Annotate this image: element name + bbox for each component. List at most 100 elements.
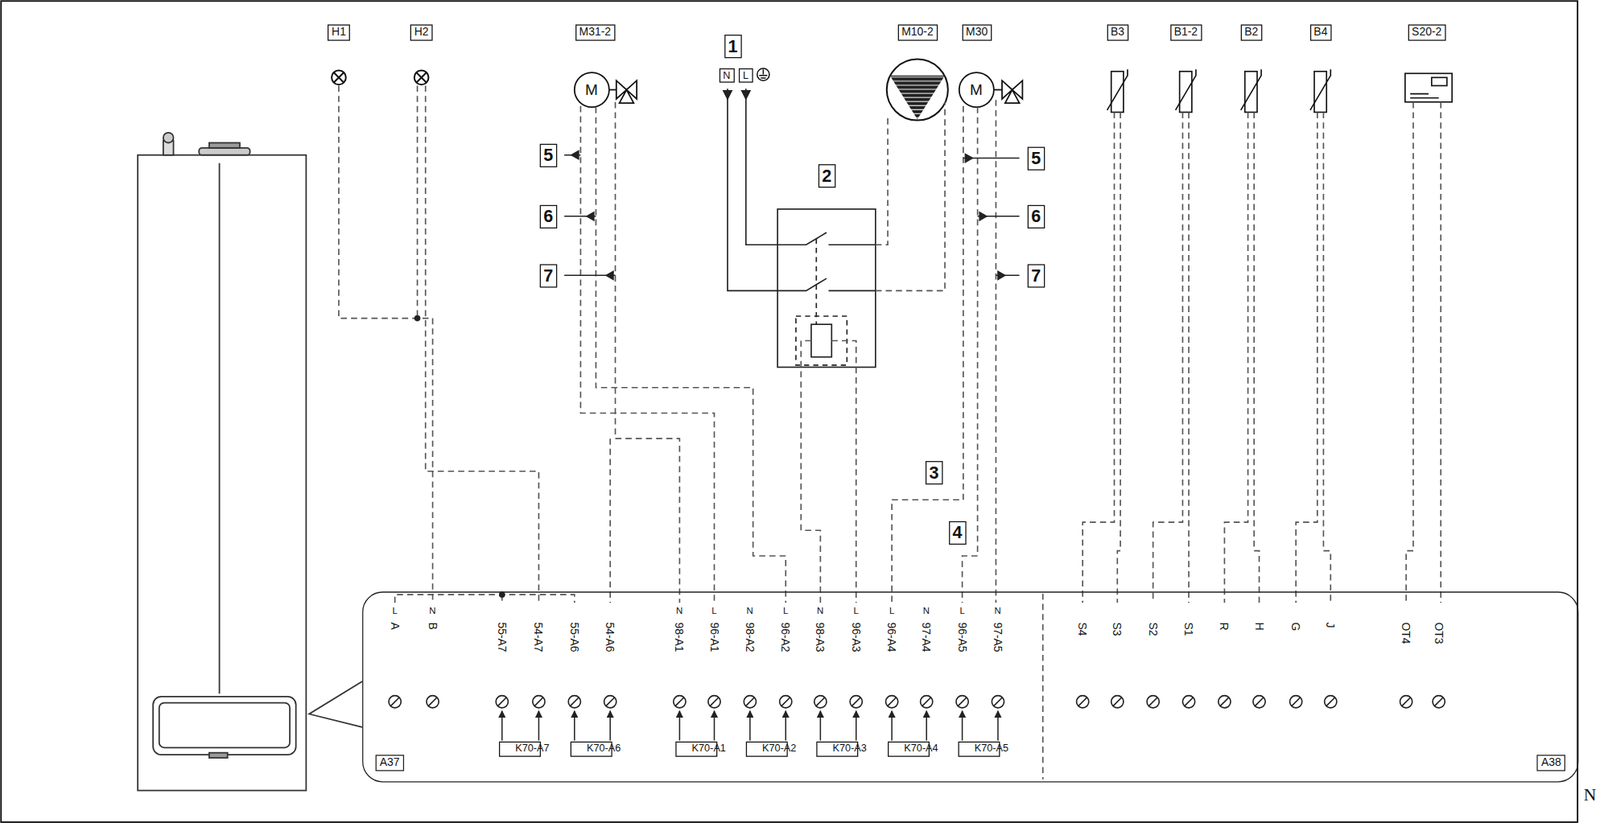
relay-output-arrow	[961, 711, 964, 742]
terminal-name: S2	[1146, 622, 1159, 636]
callout-number: 7	[1026, 263, 1045, 288]
panel: A37A38K70-A7K70-A6K70-A1K70-A2K70-A3K70-…	[362, 591, 1579, 783]
node-text: B1-2	[1174, 25, 1198, 40]
relay-box: K70-A6	[570, 742, 613, 757]
callout-number: 6	[539, 204, 557, 228]
terminal-name: OT4	[1400, 622, 1413, 644]
node-text: B3	[1110, 25, 1125, 40]
junction-dot	[414, 315, 506, 598]
node-text: M31-2	[579, 25, 612, 40]
terminal-screw	[814, 696, 827, 709]
terminal-screw	[743, 696, 756, 709]
part-label: M31-2	[574, 24, 615, 41]
terminal-screw	[568, 696, 581, 709]
terminal-name: 96-A4	[886, 622, 899, 652]
terminal-screw	[920, 696, 933, 709]
callout-number: 5	[1026, 146, 1045, 170]
relay-output-arrow	[890, 711, 893, 742]
terminal-screw	[849, 696, 862, 709]
part-label: M10-2	[897, 24, 938, 41]
conductor-mark: N	[994, 606, 1002, 618]
terminal-name: A	[388, 622, 401, 630]
terminal-name: 96-A2	[779, 622, 792, 652]
terminal-screw	[708, 696, 721, 709]
terminal-name: 97-A4	[920, 622, 933, 652]
terminal-name: 97-A5	[991, 622, 1004, 652]
wire	[338, 86, 1441, 780]
conductor-mark: L	[783, 606, 788, 618]
terminal-screw	[495, 696, 508, 709]
terminal-name: R	[1218, 622, 1231, 631]
terminal-screw	[886, 696, 899, 709]
node-text: 2	[821, 164, 832, 187]
node-text: S20-2	[1411, 25, 1442, 40]
part-label: M30	[961, 24, 992, 41]
node-text: 3	[928, 461, 939, 484]
terminal-screw	[779, 696, 792, 709]
node-text: K70-A4	[903, 742, 938, 756]
relay-output-arrow	[609, 711, 611, 742]
node-text: 6	[543, 205, 553, 227]
sensor-symbol	[1107, 69, 1332, 112]
conductor-mark: N	[816, 606, 824, 618]
conductor-mark: L	[391, 606, 397, 618]
terminal-screw	[1253, 696, 1266, 709]
node-text: M30	[965, 25, 988, 40]
ground-symbol	[757, 68, 770, 81]
relay-output-arrow	[749, 711, 751, 742]
terminal-screw	[956, 696, 969, 709]
node-text: 5	[1030, 147, 1041, 170]
terminal-name: 96-A1	[708, 622, 721, 652]
terminal-name: H	[1253, 622, 1266, 631]
terminal-screw	[1400, 696, 1413, 709]
terminal-screw	[1432, 696, 1445, 709]
terminal-name: 55-A7	[495, 622, 508, 652]
terminal-name: 98-A3	[814, 622, 827, 652]
terminal-name: 55-A6	[568, 622, 581, 652]
part-label: B4	[1309, 24, 1332, 41]
terminal-screw	[1290, 696, 1303, 709]
terminal-screw	[388, 696, 401, 709]
relay-output-arrow	[501, 711, 504, 742]
node-text: L	[742, 69, 749, 83]
terminal-name: S3	[1111, 622, 1124, 636]
conductor-mark: L	[853, 606, 859, 618]
relay-box: K70-A7	[498, 742, 541, 757]
node-text: 1	[728, 35, 739, 58]
terminal-name: S1	[1182, 622, 1195, 636]
room-thermostat	[1405, 73, 1452, 103]
node-text: K70-A6	[586, 742, 621, 756]
terminal-screw	[604, 696, 617, 709]
pump-symbol	[886, 59, 949, 121]
callout-number: 3	[924, 460, 943, 484]
callout-number: 7	[539, 263, 557, 288]
terminal-screw	[426, 696, 439, 709]
node-text: 5	[543, 144, 553, 166]
terminal-name: B	[426, 622, 439, 630]
callout-number: 4	[948, 520, 966, 545]
terminal-name: 96-A3	[849, 622, 862, 652]
node-text: 6	[1030, 205, 1041, 227]
terminal-name: G	[1290, 622, 1303, 631]
conductor-mark: L	[889, 606, 895, 618]
relay-output-arrow	[855, 711, 858, 742]
relay-output-arrow	[679, 711, 681, 742]
node-text: 7	[543, 264, 553, 287]
terminal-screw	[991, 696, 1004, 709]
motor-valve-symbol	[574, 72, 1023, 108]
terminal-name: OT3	[1432, 622, 1445, 644]
supply-terminal: L	[738, 67, 753, 83]
node-text: H1	[331, 25, 347, 40]
node-text: H2	[414, 25, 429, 40]
terminal-name: 98-A2	[743, 622, 756, 652]
node-text: K70-A1	[692, 742, 726, 756]
terminal-screw	[1111, 696, 1124, 709]
relay-output-arrow	[784, 711, 787, 742]
terminal-name: S4	[1076, 622, 1089, 636]
node-text: K70-A3	[832, 742, 867, 756]
node-text: K70-A5	[974, 742, 1009, 756]
relay-box: K70-A4	[887, 742, 930, 757]
node-text: 7	[1030, 264, 1041, 287]
